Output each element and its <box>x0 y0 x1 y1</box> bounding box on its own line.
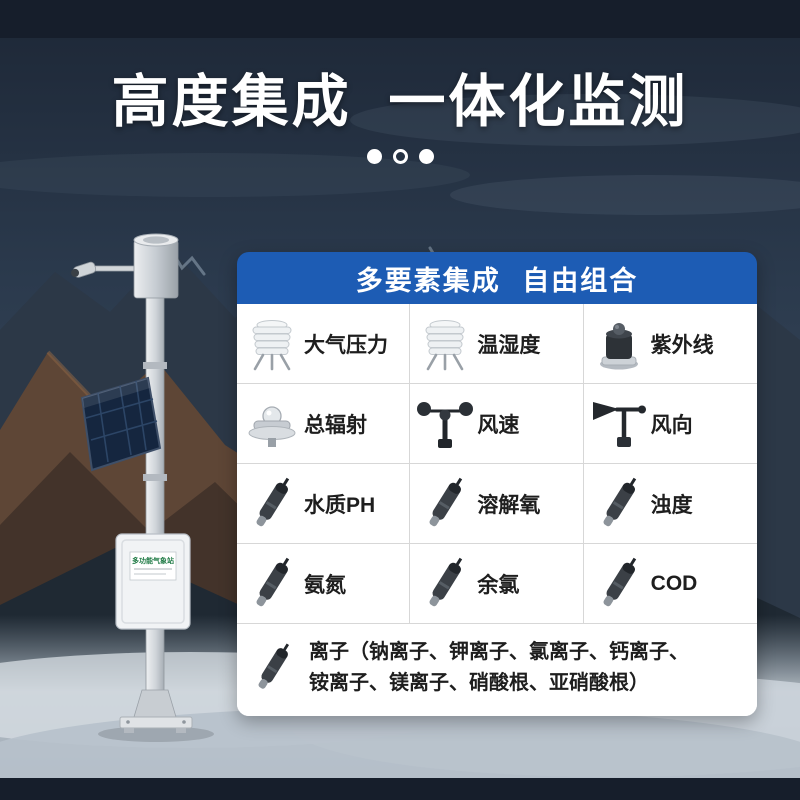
panel-header: 多要素集成 自由组合 <box>237 252 757 304</box>
solar-panel-icon <box>80 376 162 472</box>
sensor-panel: 多要素集成 自由组合 大气压力 温湿度 紫外线 总辐射 <box>237 252 757 716</box>
sensor-label: 紫外线 <box>650 333 714 357</box>
cup-anemometer-icon <box>415 394 475 454</box>
water-probe-icon <box>242 474 302 534</box>
sensor-label: 溶解氧 <box>477 493 541 517</box>
sensor-label: 温湿度 <box>477 333 541 357</box>
ion-list: 离子（钠离子、钾离子、氯离子、钙离子、 铵离子、镁离子、硝酸根、亚硝酸根） <box>309 637 689 699</box>
ion-list-line-2: 铵离子、镁离子、硝酸根、亚硝酸根） <box>309 672 649 694</box>
sensor-cell-radiation: 总辐射 <box>237 384 411 464</box>
water-probe-icon <box>589 474 649 534</box>
panel-title: 多要素集成 自由组合 <box>355 265 639 296</box>
wind-vane-icon <box>589 394 649 454</box>
carousel-dot-outline <box>392 149 408 164</box>
pyranometer-icon <box>242 394 302 454</box>
sensor-cell-ph: 水质PH <box>237 464 411 544</box>
water-probe-icon <box>415 554 475 614</box>
water-probe-icon <box>242 554 302 614</box>
sensor-cell-dissolved-oxygen: 溶解氧 <box>410 464 584 544</box>
weather-station-image: 多功能气象站 <box>71 233 214 742</box>
water-probe-icon <box>415 474 475 534</box>
carousel-dots <box>0 149 800 164</box>
station-label: 多功能气象站 <box>132 556 174 565</box>
sensor-cell-pressure: 大气压力 <box>237 304 411 384</box>
sensor-cell-wind-direction: 风向 <box>583 384 757 464</box>
sensor-label: 总辐射 <box>304 413 367 437</box>
sensor-cell-uv: 紫外线 <box>583 304 757 384</box>
carousel-dot-filled-1 <box>366 149 382 164</box>
panel-body: 大气压力 温湿度 紫外线 总辐射 风速 <box>237 304 757 716</box>
page-title: 高度集成 一体化监测 <box>111 70 689 134</box>
bottom-dark-bar <box>0 778 800 800</box>
radiation-shield-icon <box>415 314 475 374</box>
sensor-label: 大气压力 <box>304 333 388 357</box>
side-sensor-icon <box>71 261 97 278</box>
radiation-shield-icon <box>242 314 302 374</box>
ion-sensor-row: 离子（钠离子、钾离子、氯离子、钙离子、 铵离子、镁离子、硝酸根、亚硝酸根） <box>237 624 757 716</box>
pole-base-icon <box>119 689 193 733</box>
sensor-cell-cod: COD <box>583 544 757 624</box>
uv-sensor-icon <box>589 314 649 374</box>
sensor-label: 氨氮 <box>304 573 346 597</box>
carousel-dot-filled-2 <box>418 149 434 164</box>
control-box-icon: 多功能气象站 <box>115 533 191 630</box>
water-probe-icon <box>245 640 301 696</box>
sensor-label: COD <box>650 571 698 595</box>
sensor-cell-turbidity: 浊度 <box>583 464 757 544</box>
sensor-label: 风向 <box>650 413 693 437</box>
ion-list-line-1: 离子（钠离子、钾离子、氯离子、钙离子、 <box>309 641 689 663</box>
sensor-label: 风速 <box>477 413 520 437</box>
sensor-label: 余氯 <box>477 573 520 597</box>
sensor-cell-temp-humidity: 温湿度 <box>410 304 584 384</box>
sensor-label: 水质PH <box>304 493 376 517</box>
sensor-label: 浊度 <box>650 493 693 517</box>
sensor-grid: 大气压力 温湿度 紫外线 总辐射 风速 <box>237 304 757 624</box>
rain-gauge-icon <box>133 233 179 299</box>
sensor-cell-wind-speed: 风速 <box>410 384 584 464</box>
top-dark-bar <box>0 0 800 38</box>
water-probe-icon <box>589 554 649 614</box>
sensor-cell-chlorine: 余氯 <box>410 544 584 624</box>
sensor-cell-ammonia: 氨氮 <box>237 544 411 624</box>
